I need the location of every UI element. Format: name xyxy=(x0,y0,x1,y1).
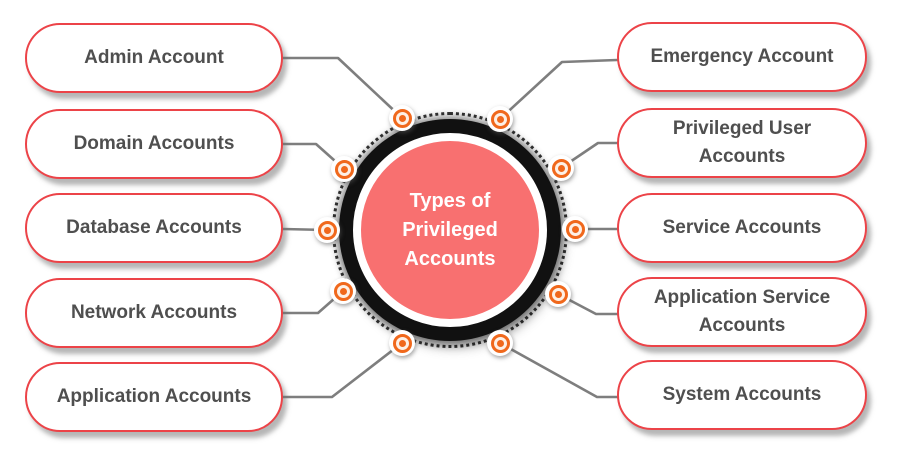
bullet-ring xyxy=(392,333,412,353)
target-bullet-icon xyxy=(389,105,415,131)
bullet-ring xyxy=(551,158,571,178)
bullet-dot xyxy=(339,287,347,295)
target-bullet-icon xyxy=(389,330,415,356)
center-title: Types of Privileged Accounts xyxy=(402,187,498,274)
center-circle: Types of Privileged Accounts xyxy=(353,133,547,327)
target-bullet-icon xyxy=(548,155,574,181)
bullet-dot xyxy=(554,290,562,298)
center-node: Types of Privileged Accounts xyxy=(332,112,568,348)
node-label: Application Accounts xyxy=(56,386,252,407)
connector-application-service-accounts xyxy=(556,292,619,316)
bullet-dot xyxy=(496,339,504,347)
center-title-line: Accounts xyxy=(404,247,496,270)
target-bullet-icon xyxy=(330,278,356,304)
node-label: System Accounts xyxy=(662,384,822,405)
bullet-dot xyxy=(340,165,348,173)
bullet-dot xyxy=(557,164,565,172)
node-label: Database Accounts xyxy=(66,217,242,238)
bullet-dot xyxy=(398,114,406,122)
bullet-ring xyxy=(392,108,412,128)
node-database-accounts: Database Accounts xyxy=(25,193,283,263)
connector-emergency-account xyxy=(498,58,619,121)
bullet-ring xyxy=(317,220,337,240)
bullet-dot xyxy=(571,225,579,233)
node-application-service-accounts: Application Service Accounts xyxy=(617,277,867,347)
bullet-ring xyxy=(548,284,568,304)
node-label: Application Service Accounts xyxy=(653,287,831,336)
connector-privileged-user-accounts xyxy=(559,141,619,170)
node-application-accounts: Application Accounts xyxy=(25,362,283,432)
target-bullet-icon xyxy=(545,281,571,307)
connector-application-accounts xyxy=(281,341,404,399)
bullet-ring xyxy=(490,333,510,353)
bullet-dot xyxy=(323,226,331,234)
node-network-accounts: Network Accounts xyxy=(25,278,283,348)
center-title-line: Types of xyxy=(409,189,491,212)
node-admin-account: Admin Account xyxy=(25,23,283,93)
node-label: Domain Accounts xyxy=(73,133,235,154)
node-label: Network Accounts xyxy=(70,302,238,323)
node-label: Service Accounts xyxy=(662,217,822,238)
connector-admin-account xyxy=(281,56,404,120)
node-service-accounts: Service Accounts xyxy=(617,193,867,263)
node-system-accounts: System Accounts xyxy=(617,360,867,430)
node-privileged-user-accounts: Privileged User Accounts xyxy=(617,108,867,178)
center-title-line: Privileged xyxy=(402,218,498,241)
bullet-ring xyxy=(333,281,353,301)
target-bullet-icon xyxy=(562,216,588,242)
node-domain-accounts: Domain Accounts xyxy=(25,109,283,179)
node-emergency-account: Emergency Account xyxy=(617,22,867,92)
target-bullet-icon xyxy=(487,330,513,356)
node-label: Emergency Account xyxy=(650,46,834,67)
target-bullet-icon xyxy=(314,217,340,243)
bullet-ring xyxy=(334,159,354,179)
target-bullet-icon xyxy=(331,156,357,182)
target-bullet-icon xyxy=(487,106,513,132)
bullet-ring xyxy=(490,109,510,129)
bullet-dot xyxy=(398,339,406,347)
node-label: Privileged User Accounts xyxy=(672,118,812,167)
node-label: Admin Account xyxy=(84,47,224,68)
bullet-dot xyxy=(496,115,504,123)
bullet-ring xyxy=(565,219,585,239)
connector-system-accounts xyxy=(498,341,619,399)
